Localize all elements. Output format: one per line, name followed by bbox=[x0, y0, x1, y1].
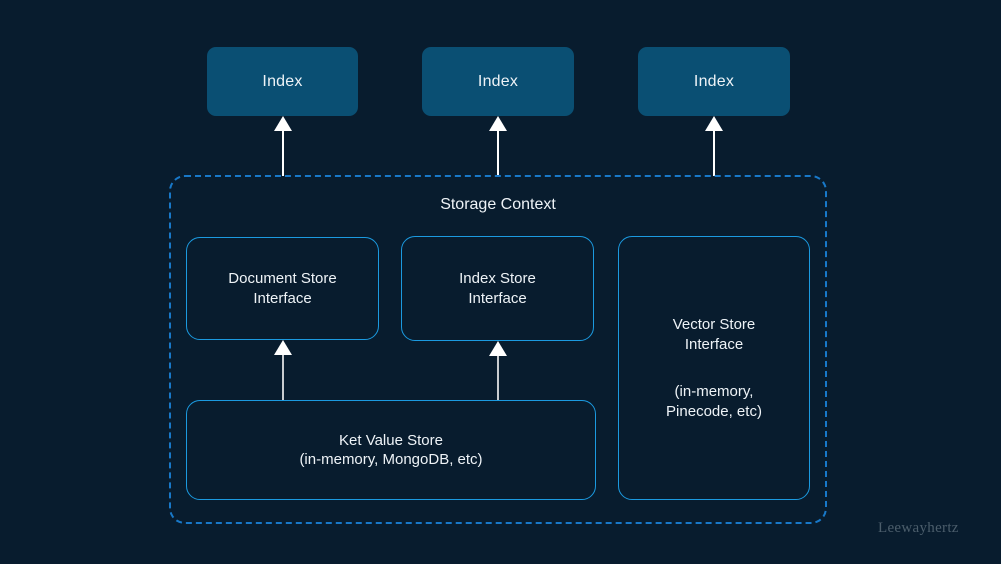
index-store-label-line2: Interface bbox=[468, 289, 527, 307]
vector-store-interface-box: Vector Store Interface (in-memory, Pinec… bbox=[618, 236, 810, 500]
document-store-label-line1: Document Store bbox=[228, 270, 337, 287]
index-box-3-label: Index bbox=[693, 72, 735, 90]
arrow-head-icon bbox=[489, 116, 507, 131]
index-box-2-label: Index bbox=[477, 72, 519, 90]
arrow-head-icon bbox=[274, 116, 292, 131]
storage-context-container bbox=[169, 175, 827, 524]
arrow-kv-to-document-store bbox=[272, 340, 294, 401]
arrow-kv-to-index-store bbox=[487, 341, 509, 401]
watermark: Leewayhertz bbox=[878, 520, 959, 536]
vector-store-label-line2: Interface bbox=[684, 335, 744, 353]
key-value-store-label-line2: (in-memory, MongoDB, etc) bbox=[299, 451, 483, 468]
index-store-label-line1: Index Store bbox=[459, 270, 536, 287]
arrow-head-icon bbox=[274, 340, 292, 355]
index-store-interface-box: Index Store Interface bbox=[401, 236, 594, 341]
arrow-shaft bbox=[497, 131, 499, 176]
index-box-1-label: Index bbox=[262, 72, 303, 90]
arrow-shaft bbox=[713, 131, 715, 176]
arrow-head-icon bbox=[705, 116, 723, 131]
key-value-store-box: Ket Value Store (in-memory, MongoDB, etc… bbox=[186, 400, 596, 500]
index-box-2: Index bbox=[422, 47, 574, 116]
document-store-interface-box: Document Store Interface bbox=[186, 237, 379, 340]
arrow-shaft bbox=[282, 355, 284, 401]
document-store-label-line2: Interface bbox=[253, 289, 312, 307]
vector-store-label-line4: Pinecode, etc) bbox=[666, 402, 762, 420]
arrow-storage-to-index-1 bbox=[272, 116, 294, 176]
arrow-shaft bbox=[497, 356, 499, 401]
storage-context-title: Storage Context bbox=[440, 196, 556, 213]
arrow-shaft bbox=[282, 131, 284, 176]
vector-store-label-line1: Vector Store bbox=[672, 316, 756, 333]
vector-store-label-line3: (in-memory, bbox=[674, 383, 754, 400]
arrow-head-icon bbox=[489, 341, 507, 356]
arrow-storage-to-index-3 bbox=[703, 116, 725, 176]
index-box-3: Index bbox=[638, 47, 790, 116]
index-box-1: Index bbox=[207, 47, 358, 116]
key-value-store-label-line1: Ket Value Store bbox=[339, 431, 443, 449]
arrow-storage-to-index-2 bbox=[487, 116, 509, 176]
